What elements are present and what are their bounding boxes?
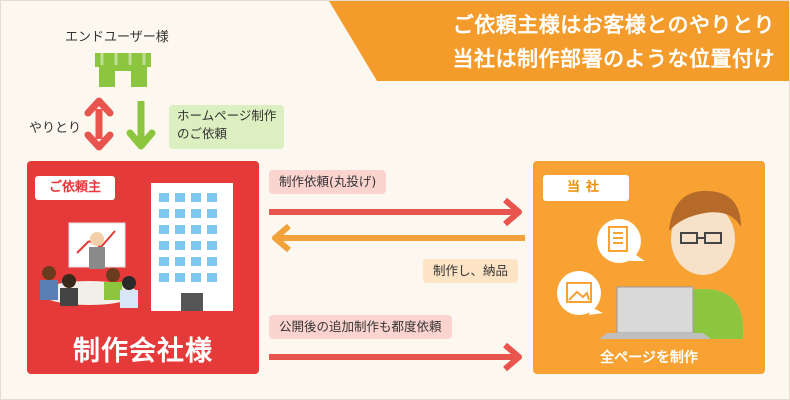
office-illustration xyxy=(40,183,233,311)
follow-up-label: 公開後の追加制作も都度依頼 xyxy=(269,315,452,339)
homepage-request-line-1: ホームページ制作 xyxy=(177,108,277,123)
storefront-icon-shape xyxy=(95,53,151,87)
client-box: ご依頼主 xyxy=(27,161,259,374)
banner-line-2: 当社は制作部署のような位置付け xyxy=(452,47,775,71)
down-arrow-icon xyxy=(126,101,156,150)
arrow-to-company-2 xyxy=(269,342,522,372)
two-way-arrow-icon xyxy=(84,97,114,151)
client-name: 制作会社様 xyxy=(73,336,213,367)
exchange-label: やりとり xyxy=(29,121,82,136)
homepage-request-line-2: のご依頼 xyxy=(177,126,228,141)
company-box: 当社 xyxy=(533,161,765,374)
image-bubble-icon xyxy=(557,271,603,315)
banner-background xyxy=(329,1,789,81)
homepage-request-label: ホームページ制作 のご依頼 xyxy=(169,105,285,149)
building-icon xyxy=(151,183,233,311)
laptop-icon xyxy=(599,286,711,339)
end-user-label: エンドユーザー様 xyxy=(65,30,169,45)
arrow-to-company-1 xyxy=(269,197,522,227)
delivery-label: 制作し、納品 xyxy=(423,259,519,283)
banner-line-1: ご依頼主様はお客様とのやりとり xyxy=(452,13,775,37)
document-bubble-icon xyxy=(597,219,645,263)
company-caption: 全ページを制作 xyxy=(600,350,698,366)
client-tag: ご依頼主 xyxy=(35,176,115,200)
request-label: 制作依頼(丸投げ) xyxy=(269,170,387,194)
company-tag: 当社 xyxy=(543,175,629,201)
designer-illustration xyxy=(557,190,743,339)
banner-shape xyxy=(329,1,789,81)
header-banner: ご依頼主様はお客様とのやりとり 当社は制作部署のような位置付け xyxy=(329,1,789,81)
meeting-illustration xyxy=(40,222,138,308)
arrow-to-client xyxy=(272,223,525,253)
